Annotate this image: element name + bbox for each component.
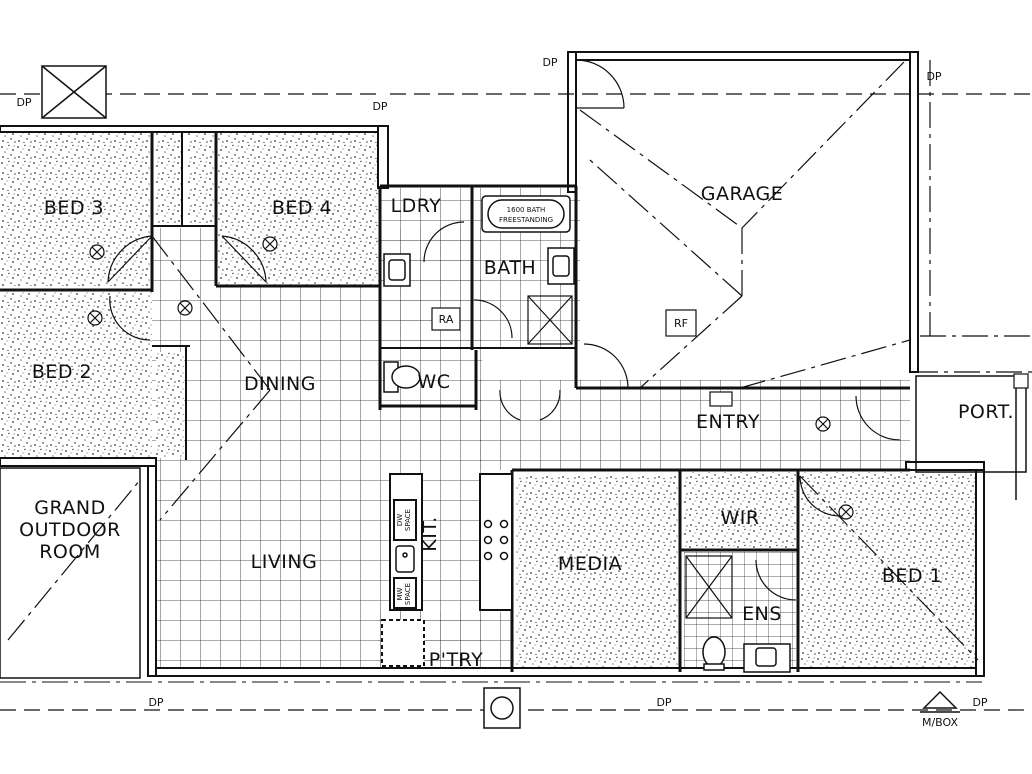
- label-bath: BATH: [484, 257, 536, 279]
- label-wc: WC: [417, 371, 450, 393]
- shower-ens: [685, 555, 733, 619]
- label-bed4: BED 4: [272, 197, 332, 219]
- toilet-wc: [383, 361, 421, 393]
- label-dp: DP: [542, 56, 557, 69]
- label-bed3: BED 3: [44, 197, 104, 219]
- label-dw-space-1: DW: [396, 514, 404, 526]
- bath-tub: [481, 195, 571, 233]
- label-dining: DINING: [244, 373, 316, 395]
- label-ldry: LDRY: [391, 195, 442, 217]
- basin-bath: [547, 247, 575, 285]
- label-port: PORT.: [958, 401, 1014, 423]
- mbox-triangle: [922, 690, 958, 709]
- label-bath-tub-2: FREESTANDING: [499, 216, 553, 224]
- label-mbox: M/BOX: [922, 716, 959, 729]
- rf-box: [665, 309, 697, 337]
- room-labels: BED 3 BED 4 BED 2 BED 1 LDRY BATH GARAGE…: [19, 183, 1014, 671]
- label-ra: RA: [439, 313, 454, 326]
- label-ptry: P'TRY: [429, 649, 483, 671]
- ceiling-fans: [87, 236, 854, 520]
- porch-outline: [915, 375, 1027, 500]
- cooktop: [483, 519, 509, 561]
- label-dp: DP: [16, 96, 31, 109]
- kitchen-sink: [395, 545, 415, 573]
- label-dp: DP: [148, 696, 163, 709]
- label-rf: RF: [674, 317, 688, 330]
- laundry-tub: [383, 253, 411, 287]
- label-garage: GARAGE: [701, 183, 784, 205]
- label-bed1: BED 1: [882, 565, 942, 587]
- hallway-small-box: [709, 391, 733, 407]
- label-entry: ENTRY: [696, 411, 760, 433]
- label-mw-space-2: SPACE: [404, 583, 412, 605]
- port-meter-box: [1013, 373, 1029, 389]
- label-dp: DP: [926, 70, 941, 83]
- label-grand-outdoor-2: OUTDOOR: [19, 519, 121, 541]
- ra-box: [431, 307, 461, 331]
- label-grand-outdoor-3: ROOM: [39, 541, 101, 563]
- toilet-ens: [702, 636, 726, 671]
- label-wir: WIR: [720, 507, 759, 529]
- door-swings: [107, 59, 901, 601]
- label-dp: DP: [972, 696, 987, 709]
- skylight-box: [41, 65, 107, 119]
- dp-annotations: DP DP DP DP DP DP DP M/BOX: [16, 56, 987, 729]
- label-dw-space-2: SPACE: [404, 509, 412, 531]
- rainwater-tank: [483, 687, 521, 729]
- grand-outdoor-outline: [0, 467, 141, 679]
- label-bath-tub-1: 1600 BATH: [507, 206, 546, 214]
- rainwater-tank-inner: [490, 696, 514, 720]
- shower-bath: [527, 295, 573, 345]
- label-living: LIVING: [251, 551, 318, 573]
- label-ens: ENS: [742, 603, 782, 625]
- label-dp: DP: [656, 696, 671, 709]
- label-grand-outdoor-1: GRAND: [34, 497, 106, 519]
- label-mw-space-1: MW: [396, 587, 404, 600]
- basin-ens: [743, 643, 791, 673]
- label-kit: KIT.: [419, 516, 441, 551]
- fixture-labels: RA RF 1600 BATH FREESTANDING DW SPACE MW…: [396, 206, 688, 605]
- label-media: MEDIA: [558, 553, 622, 575]
- label-bed2: BED 2: [32, 361, 92, 383]
- label-dp: DP: [372, 100, 387, 113]
- walls: [0, 51, 985, 677]
